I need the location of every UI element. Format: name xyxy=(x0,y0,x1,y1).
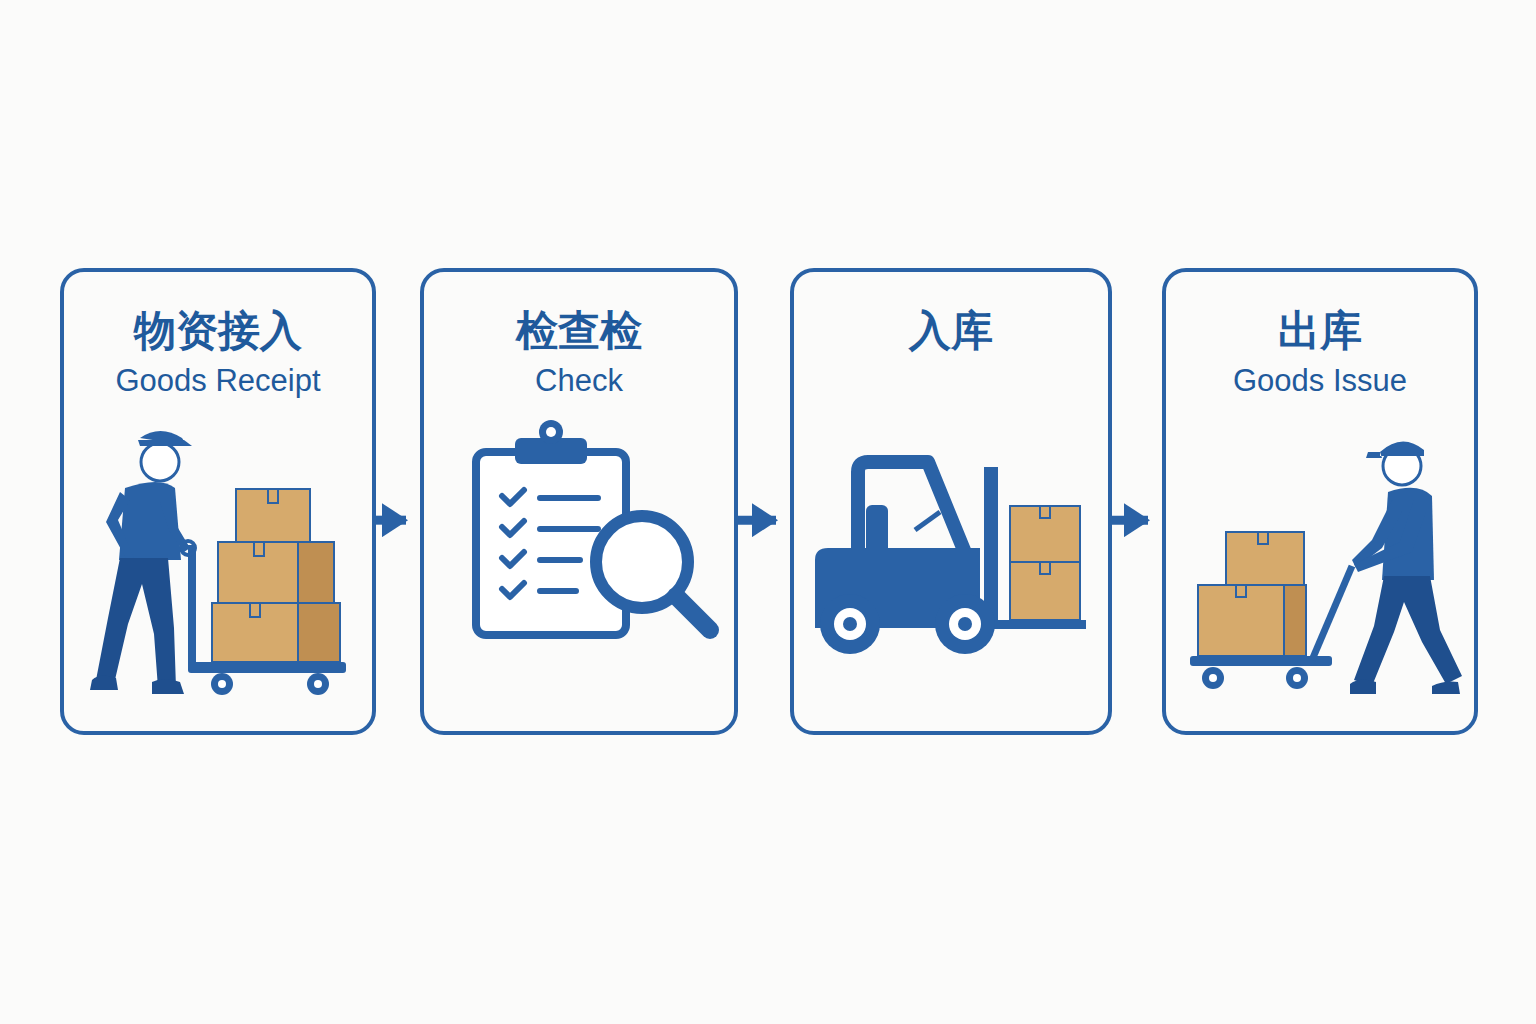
flow-arrow xyxy=(376,516,406,525)
process-box: 出库 Goods Issue xyxy=(1162,268,1478,735)
step-subtitle: Check xyxy=(535,362,623,399)
step-title: 物资接入 xyxy=(134,306,302,356)
process-box: 检查检 Check xyxy=(420,268,738,735)
step-subtitle: Goods Receipt xyxy=(115,362,320,399)
forklift xyxy=(815,462,1086,654)
issue-worker xyxy=(1190,441,1462,694)
step-title: 出库 xyxy=(1278,306,1362,356)
step-title: 入库 xyxy=(909,306,993,356)
receipt-worker xyxy=(90,431,346,695)
flow-arrow xyxy=(738,516,776,525)
process-box: 入库 xyxy=(790,268,1112,735)
process-box: 物资接入 Goods Receipt xyxy=(60,268,376,735)
step-title: 检查检 xyxy=(516,306,642,356)
step-subtitle: Goods Issue xyxy=(1233,362,1407,399)
flow-arrow xyxy=(1112,516,1148,525)
check-icon xyxy=(476,420,710,635)
